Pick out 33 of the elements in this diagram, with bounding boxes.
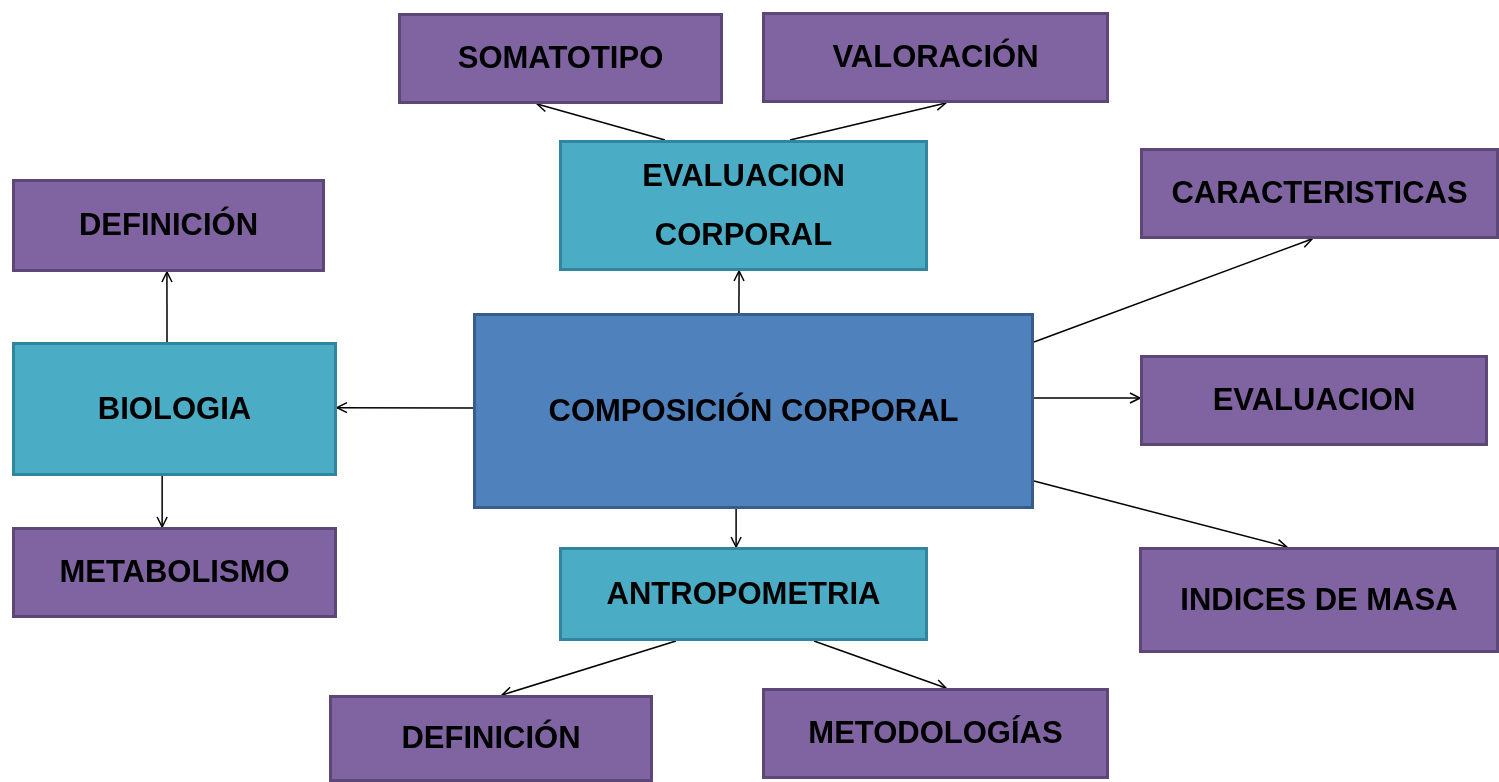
- subtopic-box: [559, 140, 928, 271]
- detail-box: [329, 695, 653, 782]
- detail-box: [12, 179, 325, 272]
- arrow: [733, 270, 745, 314]
- main-topic-box: [473, 313, 1034, 509]
- node-label: EVALUACION CORPORAL: [641, 156, 846, 254]
- node-label: SOMATOTIPO: [457, 39, 664, 78]
- detail-box: [12, 527, 337, 618]
- detail-box: [1139, 547, 1499, 653]
- node-label: VALORACIÓN: [832, 37, 1039, 77]
- arrow: [336, 401, 474, 414]
- detail-box: [762, 688, 1109, 779]
- arrow: [730, 508, 742, 548]
- arrow: [1033, 392, 1141, 404]
- node-label: METODOLOGÍAS: [808, 714, 1063, 753]
- arrow: [161, 271, 173, 343]
- detail-box: [1140, 355, 1488, 446]
- node-label: CARACTERISTICAS: [1171, 174, 1468, 213]
- arrow: [156, 475, 168, 528]
- subtopic-box: [12, 342, 337, 476]
- node-label: ANTROPOMETRIA: [606, 574, 881, 613]
- node-label: METABOLISMO: [59, 553, 290, 592]
- node-label: COMPOSICIÓN CORPORAL: [548, 391, 959, 430]
- detail-box: [762, 12, 1109, 103]
- subtopic-box: [559, 547, 928, 641]
- node-label: DEFINICIÓN: [78, 205, 259, 245]
- node-label: DEFINICIÓN: [401, 718, 581, 758]
- arrow: [1033, 237, 1313, 343]
- detail-box: [398, 13, 723, 104]
- node-label: INDICES DE MASA: [1180, 580, 1458, 619]
- node-label: EVALUACION: [1212, 381, 1416, 420]
- node-label: BIOLOGIA: [97, 389, 252, 428]
- detail-box: [1140, 148, 1499, 239]
